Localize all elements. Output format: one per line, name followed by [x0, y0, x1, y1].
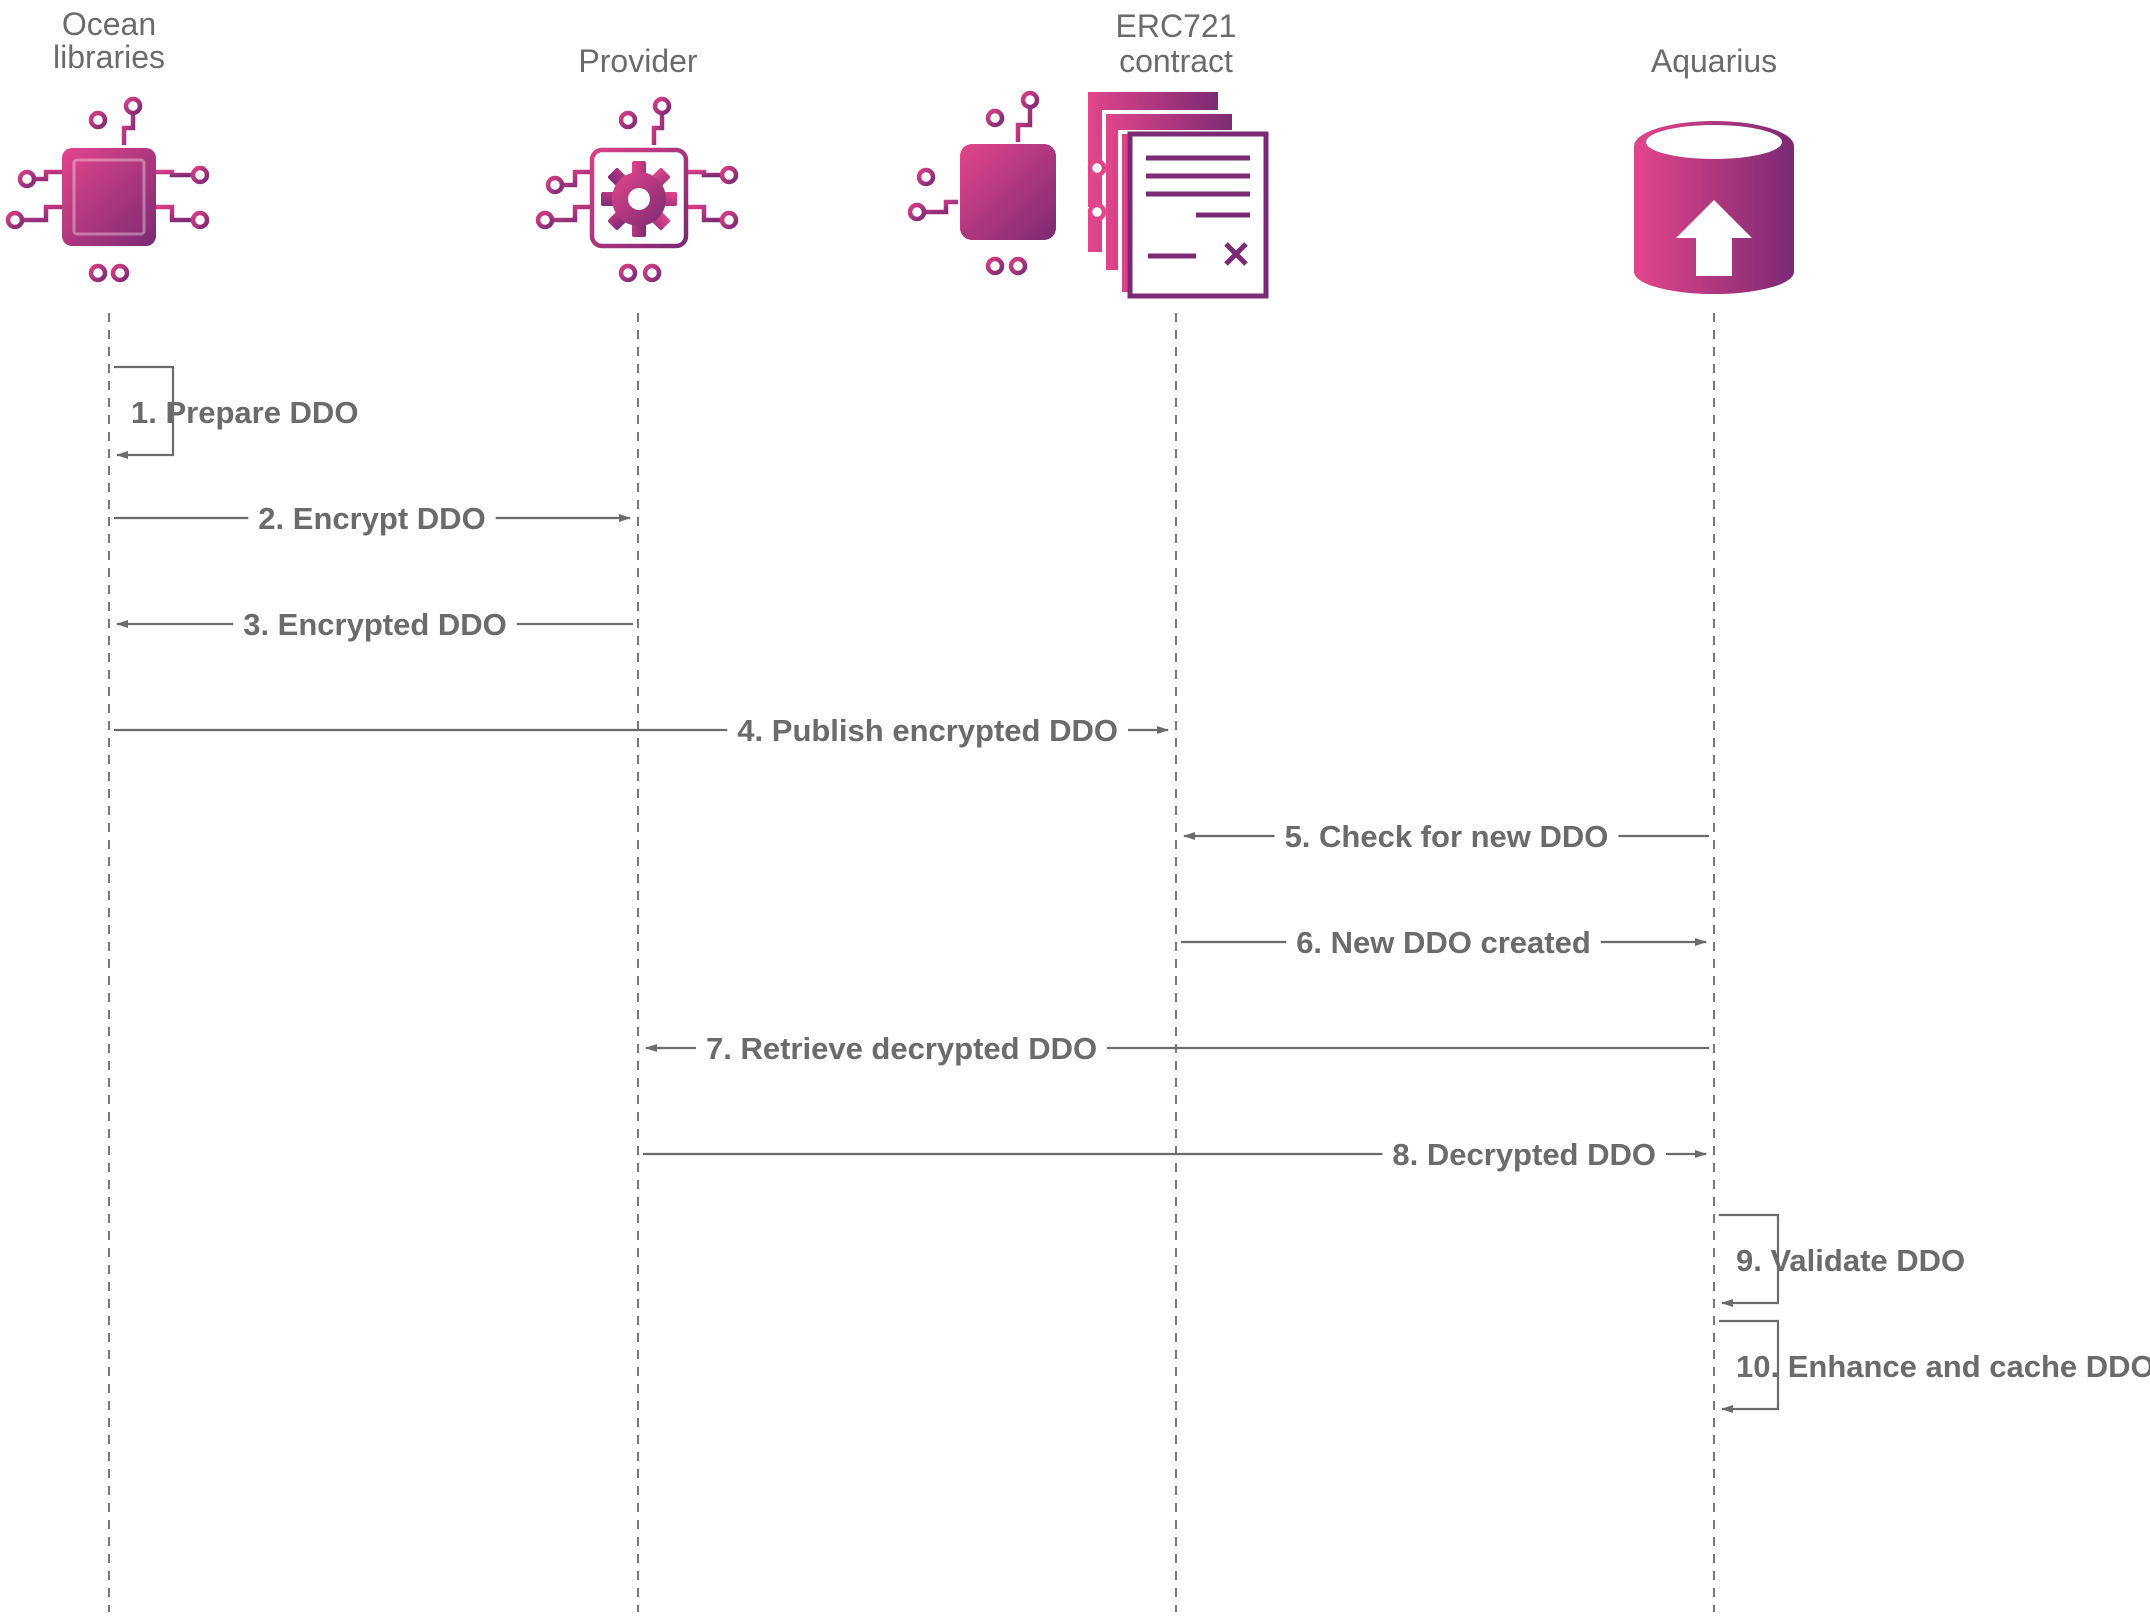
message-3: 3. Encrypted DDO	[116, 607, 633, 642]
message-label: 4. Publish encrypted DDO	[737, 713, 1118, 748]
message-label: 7. Retrieve decrypted DDO	[706, 1031, 1097, 1066]
message-1: 1. Prepare DDO	[114, 365, 358, 459]
message-label: 10. Enhance and cache DDO	[1736, 1349, 2150, 1384]
message-label: 6. New DDO created	[1296, 925, 1591, 960]
messages: 1. Prepare DDO 2. Encrypt DDO 3. Encrypted…	[114, 365, 2150, 1413]
actor-title-line: Ocean	[62, 6, 156, 42]
message-label: 1. Prepare DDO	[131, 395, 358, 430]
database-upload-icon	[1634, 121, 1794, 294]
self-message-arrow	[1719, 1319, 1780, 1413]
actor-aquarius-title: Aquarius	[1651, 43, 1777, 79]
message-label: 3. Encrypted DDO	[243, 607, 507, 642]
actor-title-line: libraries	[53, 39, 165, 75]
self-message-arrow	[1719, 1213, 1780, 1307]
actor-title-line: contract	[1119, 43, 1233, 79]
actor-title-line: Provider	[578, 43, 698, 79]
self-message-arrow	[114, 365, 175, 459]
message-10: 10. Enhance and cache DDO	[1719, 1319, 2150, 1413]
message-7: 7. Retrieve decrypted DDO	[645, 1031, 1709, 1066]
message-8: 8. Decrypted DDO	[643, 1137, 1707, 1172]
message-label: 5. Check for new DDO	[1285, 819, 1609, 854]
message-6: 6. New DDO created	[1181, 925, 1707, 960]
message-9: 9. Validate DDO	[1719, 1213, 1965, 1307]
actor-erc721-title: ERC721 contract	[1116, 8, 1237, 79]
message-label: 2. Encrypt DDO	[258, 501, 485, 536]
lifelines	[108, 313, 1715, 1612]
message-4: 4. Publish encrypted DDO	[114, 713, 1169, 748]
message-2: 2. Encrypt DDO	[114, 501, 631, 536]
actor-provider-title: Provider	[578, 43, 698, 79]
actor-ocean-title: Ocean libraries	[53, 6, 165, 75]
actor-title-line: Aquarius	[1651, 43, 1777, 79]
chip-contract-icon	[907, 90, 1269, 299]
message-5: 5. Check for new DDO	[1183, 819, 1709, 854]
actor-title-line: ERC721	[1116, 8, 1237, 44]
message-label: 9. Validate DDO	[1736, 1243, 1965, 1278]
message-label: 8. Decrypted DDO	[1392, 1137, 1656, 1172]
chip-icon	[5, 96, 210, 283]
gear-chip-icon	[535, 96, 739, 283]
